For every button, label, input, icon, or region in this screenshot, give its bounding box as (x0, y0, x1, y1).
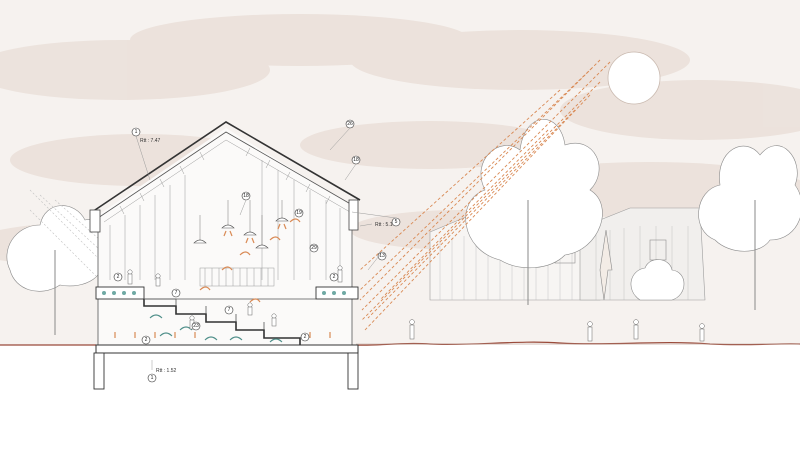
left-foundation (93, 352, 105, 390)
stepped-seating (143, 299, 301, 345)
tree-icon (698, 145, 800, 310)
building-section (89, 121, 361, 390)
callout-eave: 5 (395, 219, 398, 225)
callout-lights: 18 (243, 193, 249, 199)
level-eave-label: Rtt : 5.14 (375, 222, 396, 228)
airflow-arrows (149, 314, 283, 343)
callout-lower-right: 2 (304, 334, 307, 340)
pendant-lamp-icon (193, 200, 289, 249)
warm-air-arcs (199, 218, 301, 303)
roof-inner (97, 131, 355, 219)
callout-roof: 1 (135, 129, 138, 135)
level-ridge-label: Rtt : 7.47 (140, 138, 161, 144)
callout-leaders (239, 127, 397, 271)
callout-numbers: 1 26 18 18 19 29 5 13 2 2 7 7 23 2 2 1 (117, 121, 398, 381)
right-foundation (347, 352, 359, 390)
tree-icon (599, 229, 685, 301)
callout-roof-right: 18 (353, 157, 359, 163)
level-base-label: Rtt : 1.52 (156, 368, 177, 374)
callout-right-floor: 2 (333, 274, 336, 280)
callout-glass: 13 (379, 253, 385, 259)
callout-panel: 29 (311, 245, 317, 251)
floor-slab (95, 344, 359, 354)
solar-rays (359, 59, 611, 331)
outdoor-people (409, 319, 705, 342)
callout-step-a: 7 (175, 290, 178, 296)
ground-fill (0, 346, 800, 462)
callout-base: 1 (151, 375, 154, 381)
callout-vent: 23 (193, 323, 199, 329)
callout-ridge-tag: 26 (347, 121, 353, 127)
ground-line (0, 341, 800, 346)
roof-outline (91, 121, 361, 213)
duct-circles (102, 291, 346, 295)
solar-rays-left (29, 189, 101, 281)
callout-lamp: 19 (296, 210, 302, 216)
heating-arrows (114, 332, 331, 338)
sun-icon (607, 51, 661, 105)
left-mezzanine-slab (95, 286, 145, 300)
callout-markers (113, 119, 401, 383)
callout-left-floor: 2 (117, 274, 120, 280)
callout-lower-left: 2 (145, 337, 148, 343)
callout-step-b: 7 (228, 307, 231, 313)
right-mezzanine-slab (315, 286, 359, 300)
level-labels: Rtt : 7.47 Rtt : 5.14 Rtt : 1.52 (135, 135, 396, 374)
